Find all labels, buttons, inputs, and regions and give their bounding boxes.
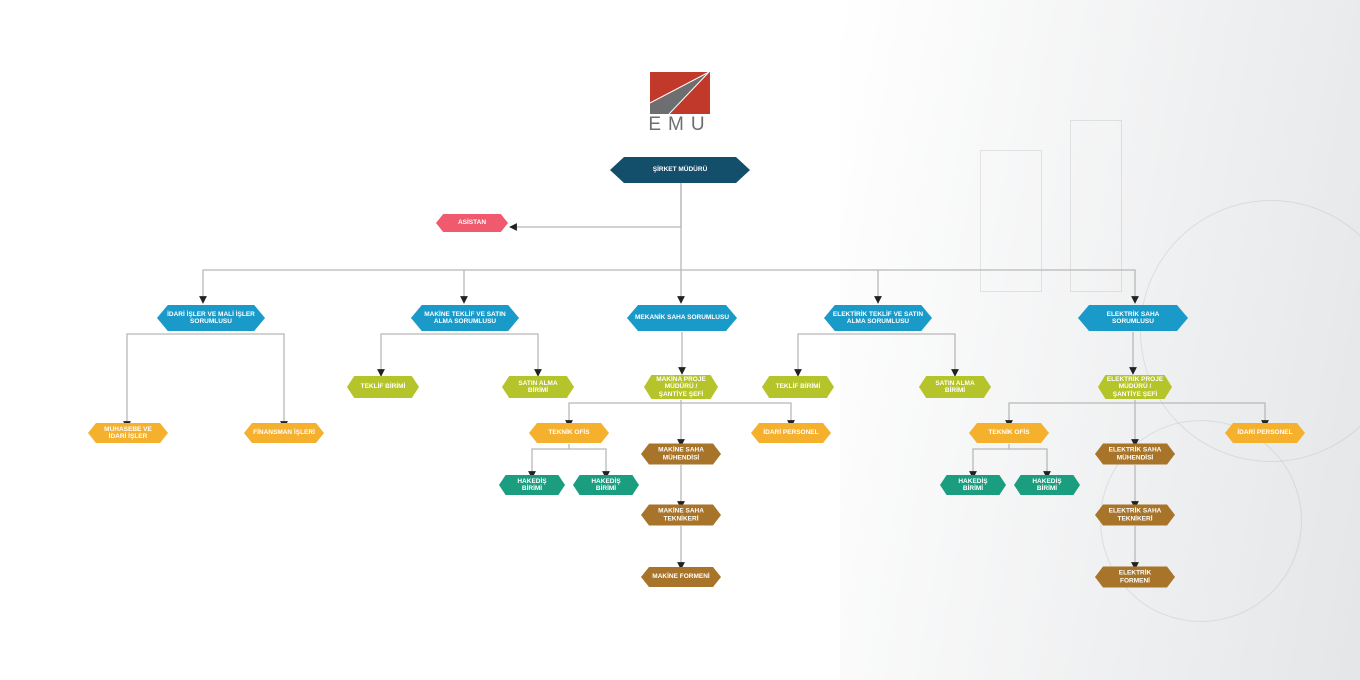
node-makine-hakedis-1[interactable]: HAKEDİŞ BİRİMİ bbox=[499, 475, 565, 495]
node-makine-teklif-birimi[interactable]: TEKLİF BİRİMİ bbox=[347, 376, 419, 398]
node-elektrik-satin-alma[interactable]: SATIN ALMA BİRİMİ bbox=[919, 376, 991, 398]
node-elektrik-teknik-ofis[interactable]: TEKNİK OFİS bbox=[969, 423, 1049, 443]
node-elektrik-saha-muhendisi[interactable]: ELEKTRİK SAHA MÜHENDİSİ bbox=[1095, 443, 1175, 465]
building-sketch bbox=[1070, 120, 1122, 292]
emu-logo bbox=[650, 72, 710, 114]
node-elektrik-teklif-birimi[interactable]: TEKLİF BİRİMİ bbox=[762, 376, 834, 398]
node-elektrik-hakedis-2[interactable]: HAKEDİŞ BİRİMİ bbox=[1014, 475, 1080, 495]
building-sketch bbox=[980, 150, 1042, 292]
node-elektrik-hakedis-1[interactable]: HAKEDİŞ BİRİMİ bbox=[940, 475, 1006, 495]
node-elektrik-formeni[interactable]: ELEKTRİK FORMENİ bbox=[1095, 566, 1175, 588]
node-idari-mali[interactable]: İDARİ İŞLER VE MALİ İŞLER SORUMLUSU bbox=[157, 305, 265, 331]
node-finansman[interactable]: FİNANSMAN İŞLERİ bbox=[244, 423, 324, 443]
node-makine-teklif[interactable]: MAKİNE TEKLİF VE SATIN ALMA SORUMLUSU bbox=[411, 305, 519, 331]
node-muhasebe[interactable]: MUHASEBE VE İDARİ İŞLER bbox=[88, 423, 168, 443]
node-elektrik-saha-teknikeri[interactable]: ELEKTRİK SAHA TEKNİKERİ bbox=[1095, 504, 1175, 526]
blueprint-background bbox=[840, 0, 1360, 680]
node-asistan[interactable]: ASİSTAN bbox=[436, 214, 508, 232]
node-makine-satin-alma[interactable]: SATIN ALMA BİRİMİ bbox=[502, 376, 574, 398]
node-makine-hakedis-2[interactable]: HAKEDİŞ BİRİMİ bbox=[573, 475, 639, 495]
node-elektrik-idari-personel[interactable]: İDARİ PERSONEL bbox=[1225, 423, 1305, 443]
node-elektrik-proje-muduru[interactable]: ELEKTRİK PROJE MÜDÜRÜ / ŞANTİYE ŞEFİ bbox=[1098, 375, 1172, 399]
node-sirket-muduru[interactable]: ŞİRKET MÜDÜRÜ bbox=[610, 157, 750, 183]
node-elektrik-teklif[interactable]: ELEKTİRİK TEKLİF VE SATIN ALMA SORUMLUSU bbox=[824, 305, 932, 331]
node-elektrik-saha[interactable]: ELEKTRİK SAHA SORUMLUSU bbox=[1078, 305, 1188, 331]
node-makine-saha-teknikeri[interactable]: MAKİNE SAHA TEKNİKERİ bbox=[641, 504, 721, 526]
node-makina-proje-muduru[interactable]: MAKİNA PROJE MÜDÜRÜ / ŞANTİYE ŞEFİ bbox=[644, 375, 718, 399]
node-makine-saha-muhendisi[interactable]: MAKİNE SAHA MÜHENDİSİ bbox=[641, 443, 721, 465]
node-makine-idari-personel[interactable]: İDARİ PERSONEL bbox=[751, 423, 831, 443]
node-makine-teknik-ofis[interactable]: TEKNİK OFİS bbox=[529, 423, 609, 443]
node-makine-formeni[interactable]: MAKİNE FORMENİ bbox=[641, 567, 721, 587]
logo-text: EMU bbox=[648, 114, 712, 135]
node-mekanik-saha[interactable]: MEKANİK SAHA SORUMLUSU bbox=[627, 305, 737, 331]
